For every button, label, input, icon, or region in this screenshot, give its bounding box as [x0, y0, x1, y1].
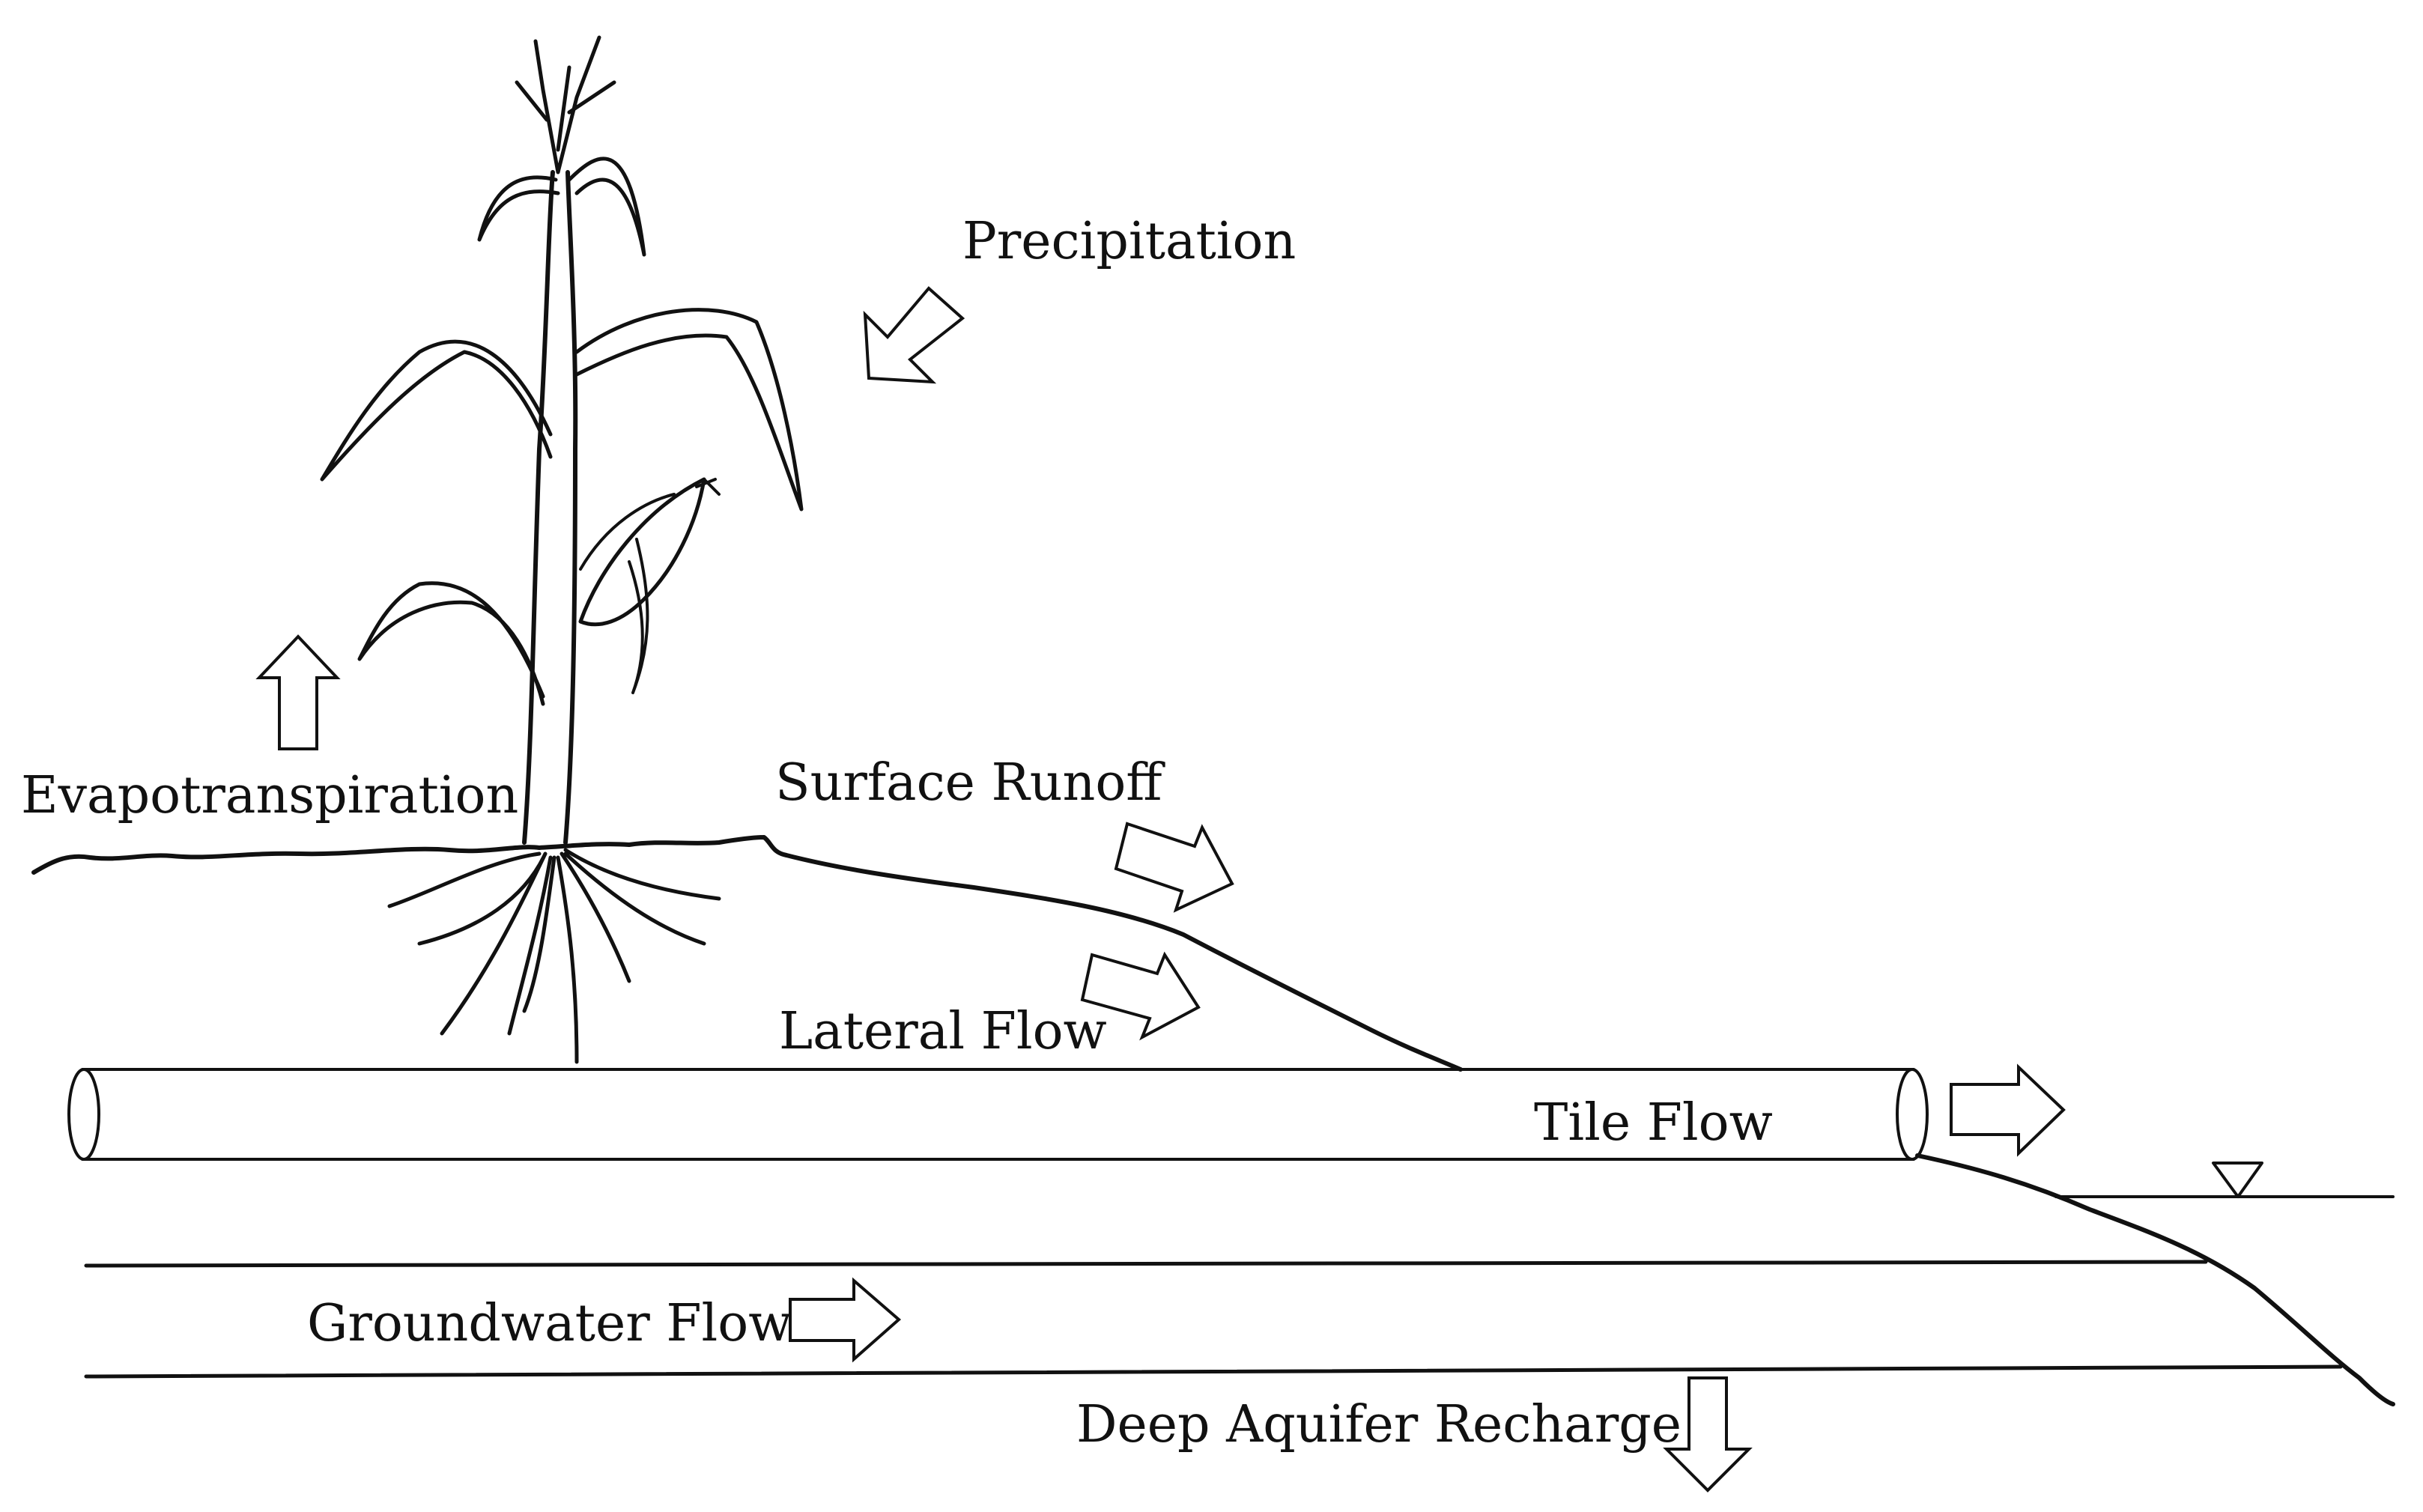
tile-pipe-left-end — [67, 1068, 100, 1161]
tile-pipe-right-end — [1896, 1068, 1929, 1161]
tile-flow-arrow-icon — [1950, 1063, 2066, 1157]
groundwater-flow-label: Groundwater Flow — [307, 1294, 792, 1353]
deep-aquifer-recharge-label: Deep Aquifer Recharge — [1076, 1395, 1681, 1454]
water-table-triangle-icon — [2212, 1162, 2263, 1198]
lateral-flow-arrow-icon — [1080, 951, 1201, 1041]
surface-runoff-arrow-icon — [1114, 822, 1234, 913]
stream-bank — [1915, 1153, 2395, 1406]
evapotranspiration-label: Evapotranspiration — [21, 766, 518, 825]
precipitation-arrow-icon — [863, 286, 965, 384]
lateral-flow-label: Lateral Flow — [779, 1002, 1107, 1061]
deep-aquifer-recharge-arrow-icon — [1663, 1376, 1753, 1493]
tile-flow-label: Tile Flow — [1534, 1093, 1773, 1153]
ground-surface — [31, 835, 1463, 1072]
surface-runoff-label: Surface Runoff — [775, 753, 1165, 813]
corn-plant-icon — [320, 35, 804, 1064]
precipitation-label: Precipitation — [962, 212, 1296, 271]
aquifer-bottom-line — [84, 1364, 2343, 1379]
groundwater-flow-arrow-icon — [789, 1277, 902, 1363]
evapotranspiration-arrow-icon — [255, 634, 341, 750]
aquifer-top-line — [84, 1260, 2208, 1268]
